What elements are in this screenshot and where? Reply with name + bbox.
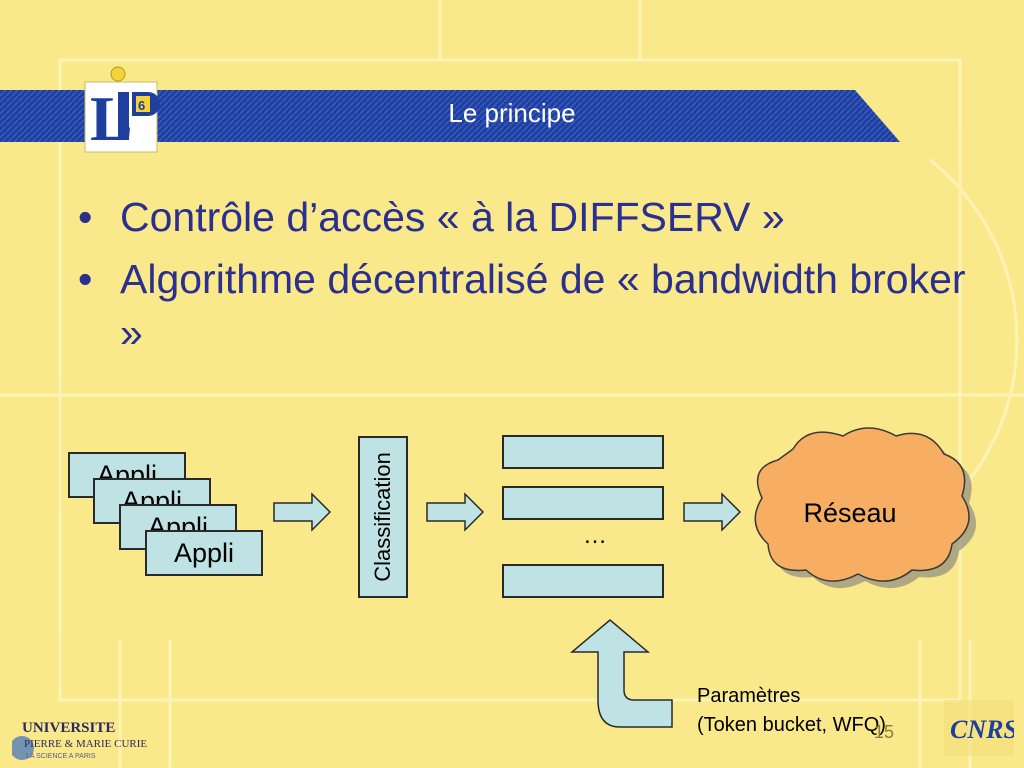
queue-ellipsis: … [583, 522, 607, 549]
queue-box [502, 564, 664, 598]
parameters-caption: Paramètres (Token bucket, WFQ) [697, 682, 886, 740]
title-band [0, 90, 900, 142]
bullet-list: • Contrôle d’accès « à la DIFFSERV » • A… [78, 190, 978, 368]
network-cloud [754, 427, 977, 589]
bullet-item: • Contrôle d’accès « à la DIFFSERV » [78, 190, 978, 244]
bullet-marker: • [78, 256, 93, 302]
bullet-text: Algorithme décentralisé de « bandwidth b… [120, 256, 966, 356]
classification-label: Classification [370, 452, 395, 582]
appli-box: Appli [145, 530, 263, 576]
bullet-item: • Algorithme décentralisé de « bandwidth… [78, 252, 978, 360]
right-arrow [273, 492, 332, 532]
right-arrow [683, 492, 742, 532]
parameters-title: Paramètres [697, 685, 801, 707]
queue-box [502, 435, 664, 469]
lip6-logo: L 6 [84, 66, 160, 154]
cnrs-text: CNRS [950, 715, 1014, 744]
svg-text:6: 6 [138, 98, 145, 113]
classification-box: Classification [358, 436, 408, 598]
bullet-marker: • [78, 194, 93, 240]
cnrs-logo: CNRS [944, 700, 1014, 756]
upmc-line1: UNIVERSITE [22, 720, 115, 736]
parameters-detail: (Token bucket, WFQ) [697, 714, 886, 736]
bullet-text: Contrôle d’accès « à la DIFFSERV » [120, 194, 785, 240]
slide-title: Le principe [448, 98, 576, 128]
upmc-line3: LA SCIENCE A PARIS [26, 753, 96, 760]
queue-box [502, 486, 664, 520]
upmc-line2: PIERRE & MARIE CURIE [24, 738, 147, 750]
page-number: 15 [874, 722, 895, 742]
upmc-logo: UNIVERSITE PIERRE & MARIE CURIE LA SCIEN… [12, 720, 147, 760]
network-label: Réseau [803, 498, 897, 528]
right-arrow [426, 492, 485, 532]
feedback-arrow [569, 619, 673, 728]
